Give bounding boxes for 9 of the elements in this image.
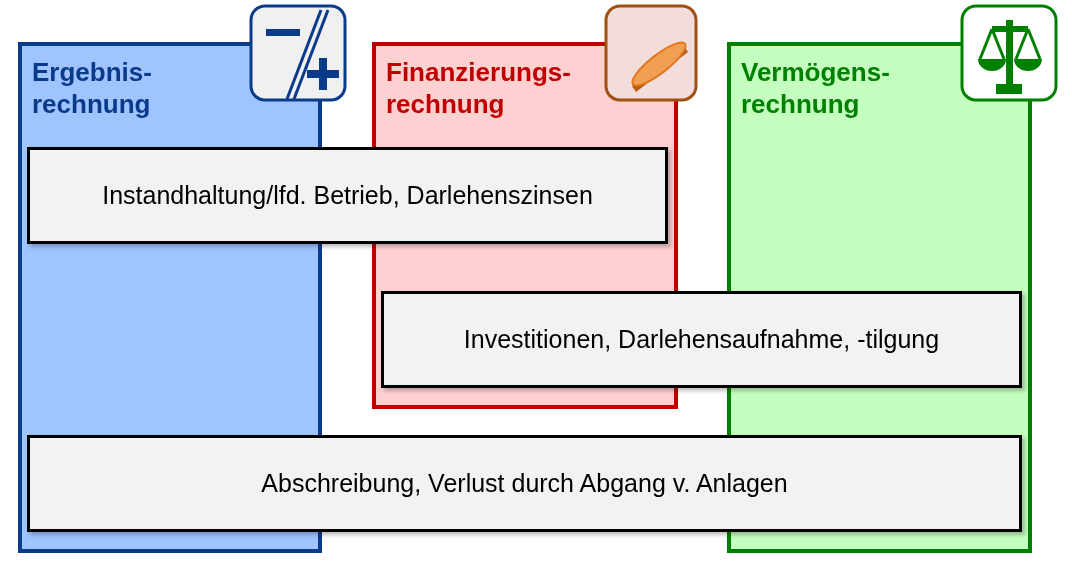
- process-box: [381, 291, 1022, 388]
- column-heading: Vermögens- rechnung: [741, 56, 891, 120]
- process-box: [27, 435, 1022, 532]
- box-text: Investitionen, Darlehensaufnahme, -tilgung: [463, 325, 940, 354]
- column-heading: Ergebnis- rechnung: [32, 56, 153, 120]
- process-box: [27, 147, 668, 244]
- box-text: Abschreibung, Verlust durch Abgang v. Anlagen: [261, 469, 788, 498]
- box-text: Instandhaltung/lfd. Betrieb, Darlehenszinsen: [102, 181, 593, 210]
- column-heading: Finanzierungs- rechnung: [386, 56, 572, 120]
